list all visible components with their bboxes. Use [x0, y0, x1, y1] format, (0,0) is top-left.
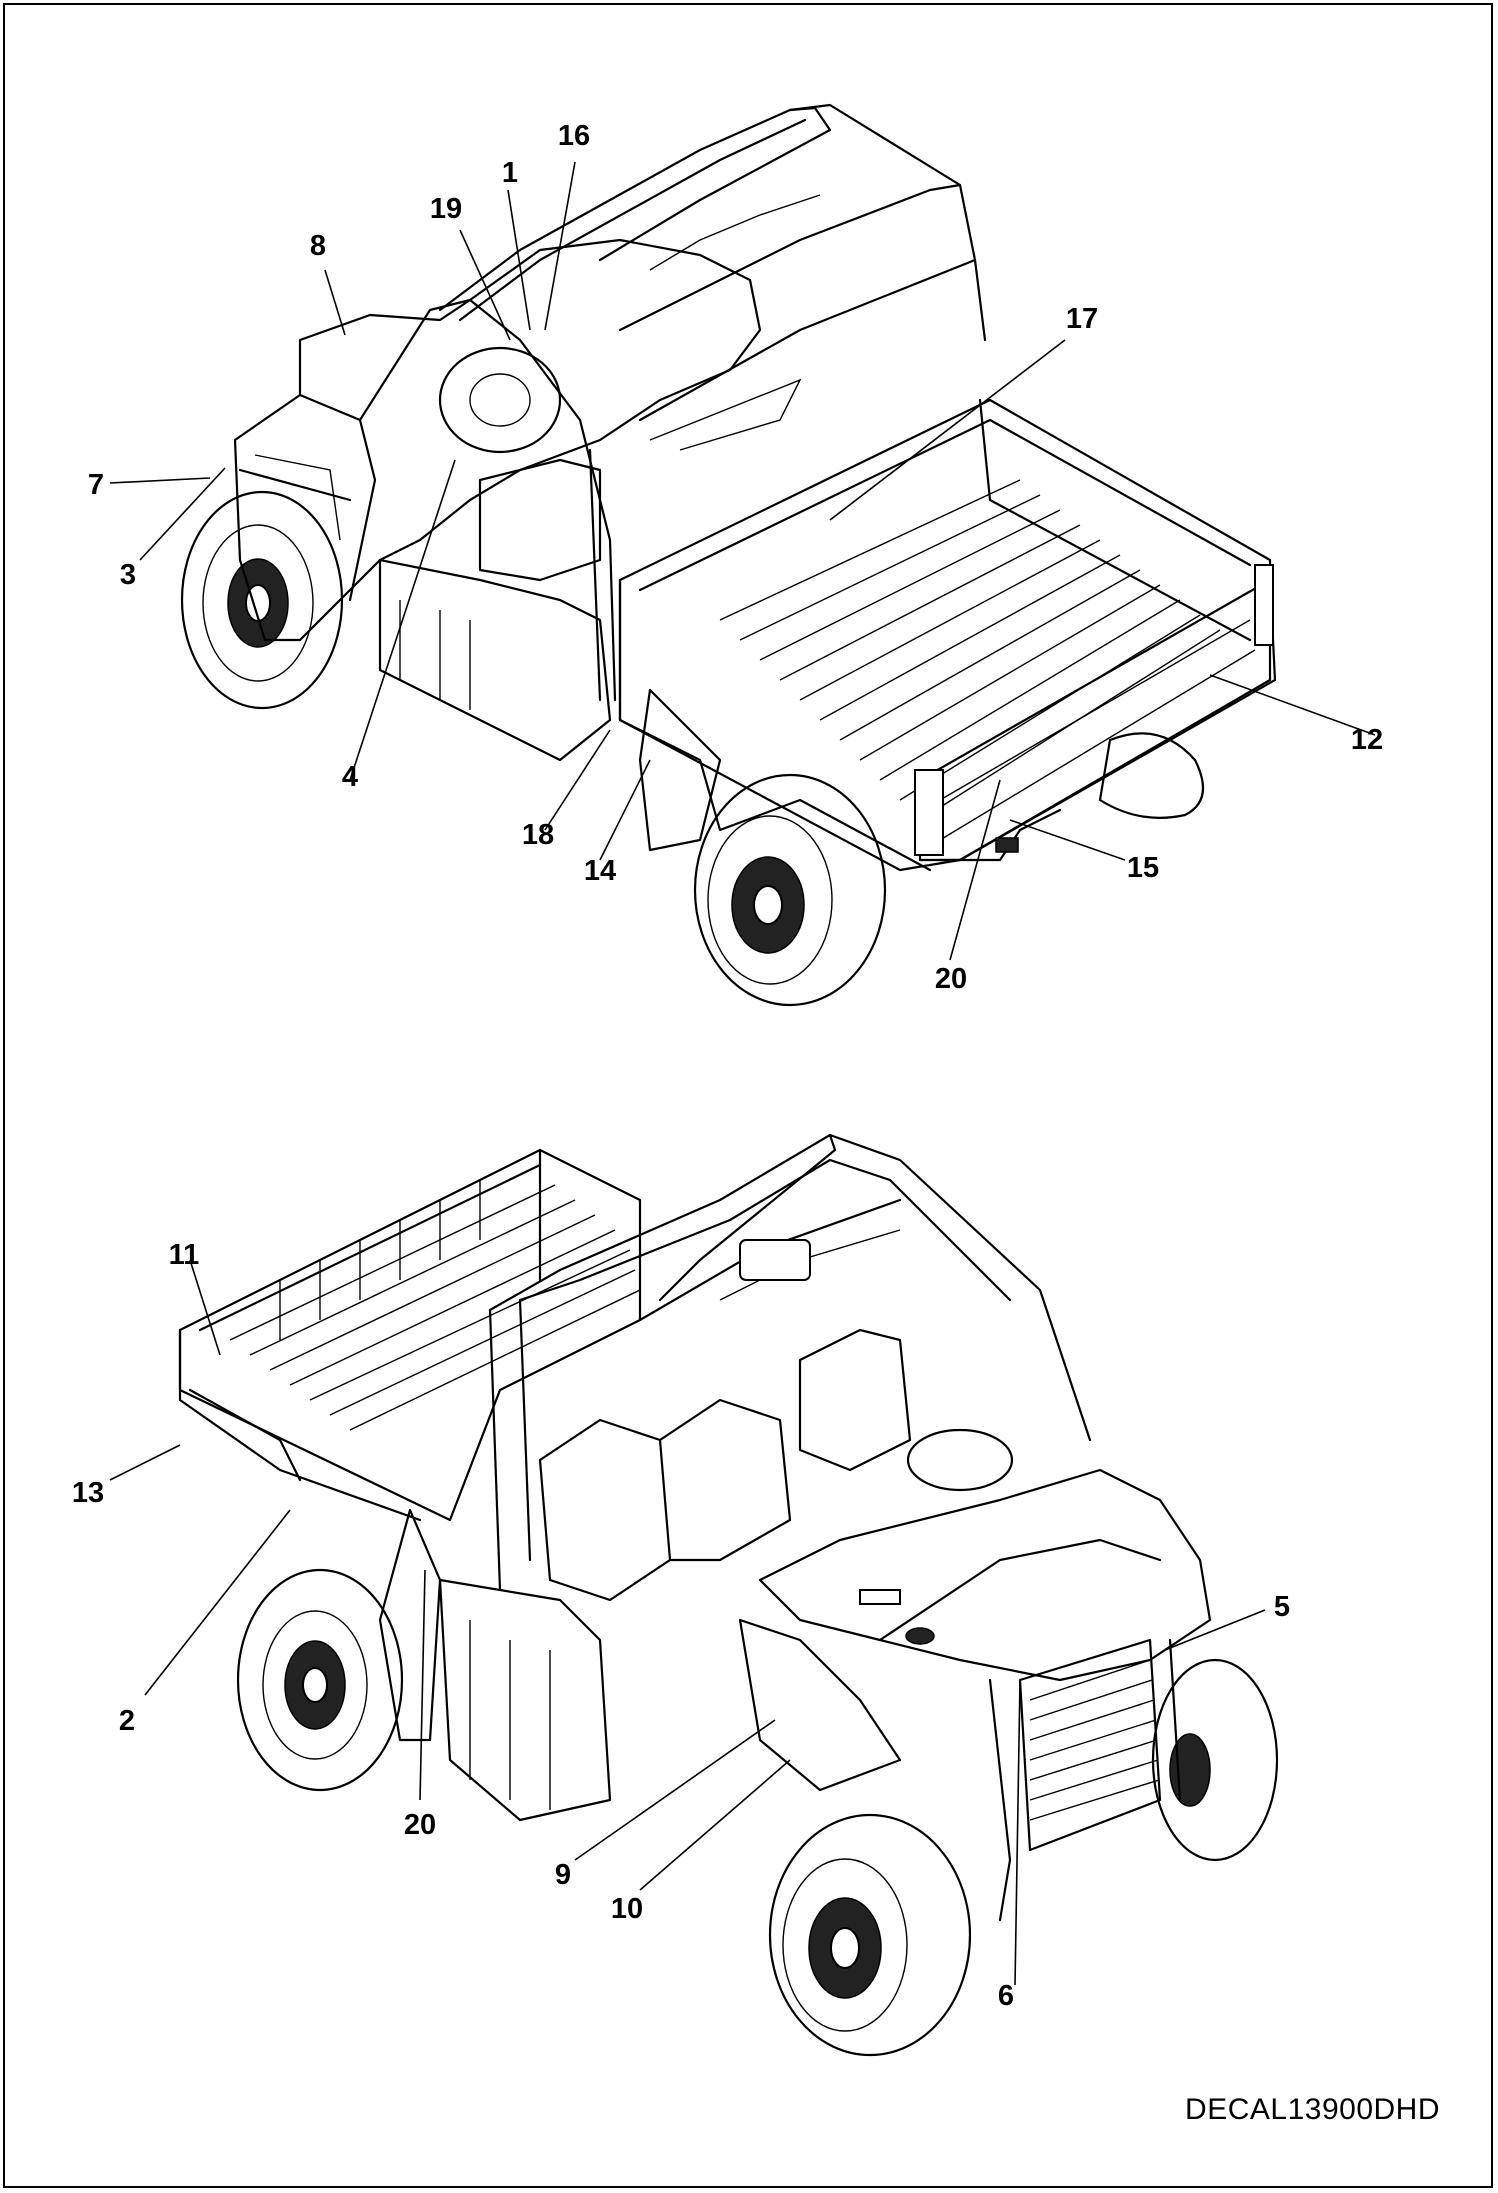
- callout-3: 3: [120, 559, 136, 591]
- front-tire-top: [180, 490, 344, 710]
- callout-4: 4: [342, 761, 358, 793]
- callout-5: 5: [1274, 1591, 1290, 1623]
- vehicle-front-view: [178, 1133, 1279, 2057]
- callout-19: 19: [430, 193, 462, 225]
- front-right-tire-bottom: [1151, 1658, 1279, 1862]
- page-border: [3, 3, 1493, 2188]
- leader-lines: [109, 161, 1376, 1986]
- callout-12: 12: [1351, 724, 1383, 756]
- callout-10: 10: [611, 1893, 643, 1925]
- callout-20-bottom: 20: [404, 1809, 436, 1841]
- callout-11: 11: [169, 1239, 200, 1271]
- callout-7: 7: [88, 469, 104, 501]
- callout-20-top: 20: [935, 963, 967, 995]
- callout-8: 8: [310, 230, 326, 262]
- callout-18: 18: [522, 819, 554, 851]
- vehicle-rear-view: [180, 103, 1277, 1007]
- callout-1: 1: [502, 157, 518, 189]
- callout-15: 15: [1127, 852, 1159, 884]
- rear-tire-bottom: [236, 1568, 404, 1792]
- callout-16: 16: [558, 120, 590, 152]
- callout-14: 14: [584, 855, 616, 887]
- callout-6: 6: [998, 1980, 1014, 2012]
- callout-17: 17: [1066, 303, 1098, 335]
- rear-tire-top: [693, 773, 887, 1007]
- figure-code: DECAL13900DHD: [1185, 2093, 1440, 2126]
- callout-9: 9: [555, 1859, 571, 1891]
- callout-2: 2: [119, 1705, 135, 1737]
- callout-labels: 1 16 19 8 17 7 3 4 12 18 14 15 20 11 13 …: [72, 120, 1383, 2012]
- front-tire-bottom: [768, 1813, 972, 2057]
- callout-13: 13: [72, 1477, 104, 1509]
